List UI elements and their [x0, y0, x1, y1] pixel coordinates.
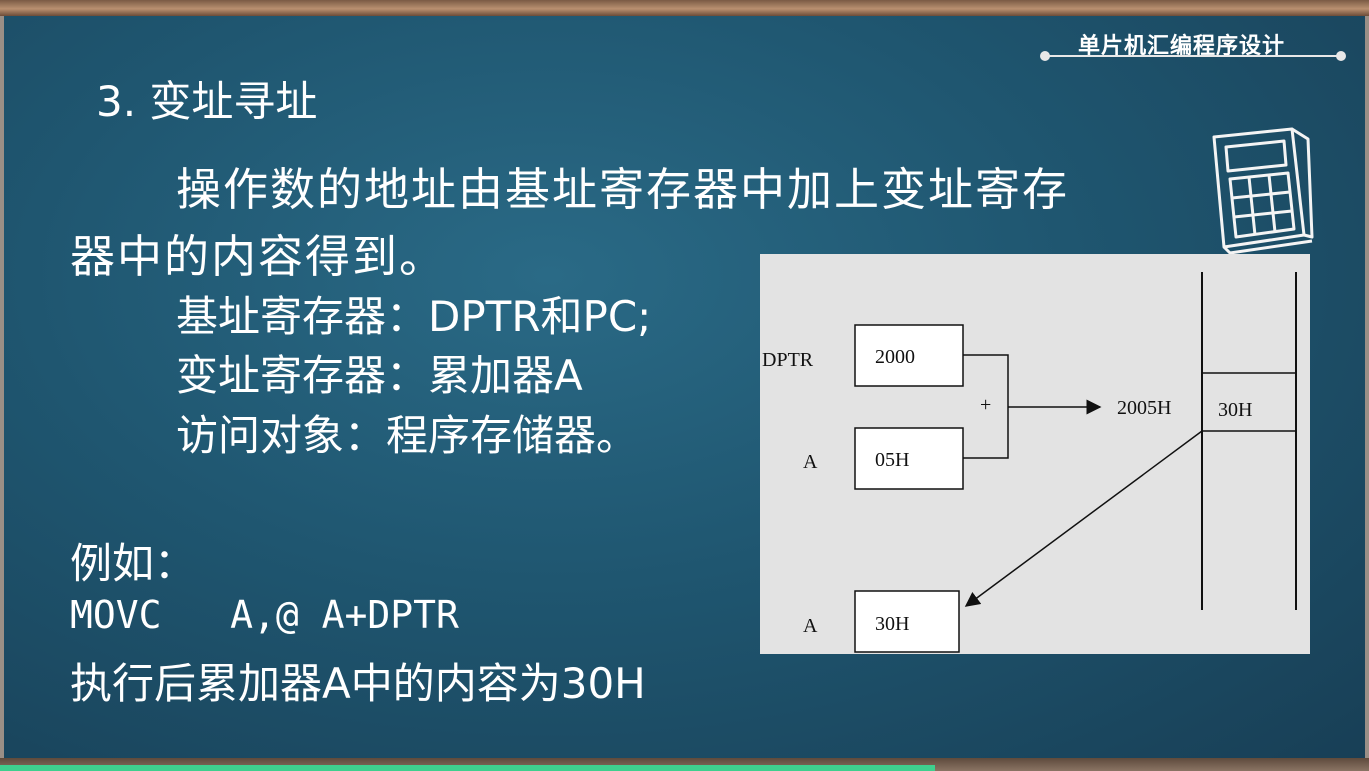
- calculator-icon: [1212, 127, 1314, 255]
- result-value: 30H: [875, 613, 909, 635]
- dptr-value: 2000: [875, 346, 915, 368]
- access-target-line: 访问对象：程序存储器。: [176, 411, 639, 460]
- dptr-box: [854, 324, 964, 387]
- example-label: 例如：: [70, 539, 197, 588]
- result-label: A: [803, 615, 818, 637]
- title-underline-dot-left: [1040, 51, 1050, 61]
- memory-value: 30H: [1218, 399, 1252, 421]
- dptr-label: DPTR: [762, 349, 814, 371]
- title-underline-dot-right: [1336, 51, 1346, 61]
- fetch-arrow: [964, 430, 1203, 607]
- a-value: 05H: [875, 449, 909, 471]
- title-underline: [1044, 55, 1338, 57]
- example-code: MOVC A,@ A+DPTR: [70, 593, 459, 637]
- video-progress-bar[interactable]: [0, 765, 935, 771]
- plus-sign: +: [980, 394, 991, 416]
- result-box: [854, 590, 960, 653]
- base-register-line: 基址寄存器：DPTR和PC;: [176, 292, 652, 341]
- definition-line-1: 操作数的地址由基址寄存器中加上变址寄存: [176, 163, 1070, 216]
- section-heading: 3. 变址寻址: [96, 77, 318, 126]
- address-label: 2005H: [1117, 397, 1171, 419]
- example-result: 执行后累加器A中的内容为30H: [70, 659, 646, 708]
- indexed-addressing-diagram: DPTR 2000 A 05H + 2005H 30H A 30H: [760, 254, 1310, 654]
- definition-line-2: 器中的内容得到。: [70, 230, 447, 283]
- a-label: A: [803, 451, 818, 473]
- course-title: 单片机汇编程序设计: [1078, 34, 1286, 59]
- board-frame-top: [0, 0, 1369, 16]
- index-register-line: 变址寄存器：累加器A: [176, 351, 583, 400]
